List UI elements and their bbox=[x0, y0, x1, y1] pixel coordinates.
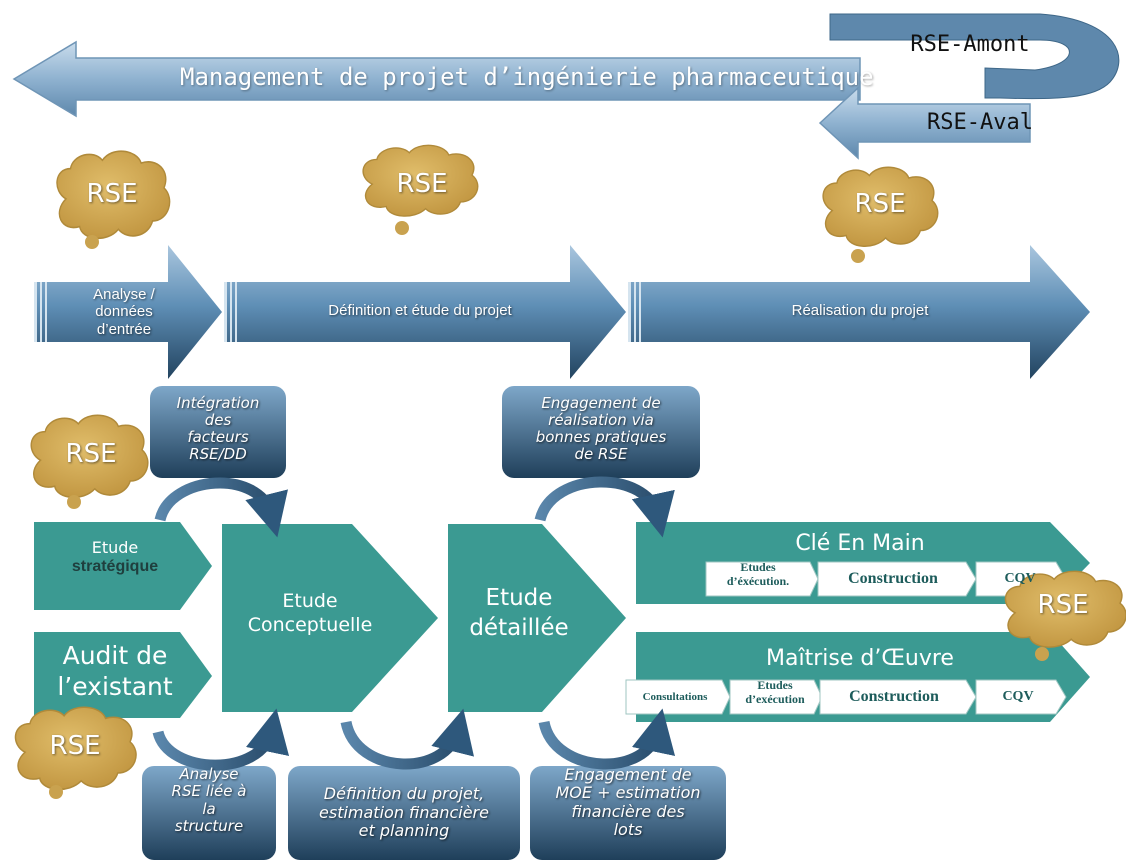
curve-arrow-analyse-rse bbox=[152, 708, 290, 771]
rse-cloud-4-label: RSE bbox=[65, 439, 117, 469]
curve-arrow-engagement-realisation bbox=[534, 476, 675, 538]
step-detaillee-label: Etude détaillée bbox=[469, 585, 569, 641]
rse-cloud-5-tail bbox=[1035, 647, 1049, 661]
note-integration: Intégration des facteurs RSE/DD bbox=[176, 393, 260, 464]
banner-upstream-label: RSE-Amont bbox=[910, 32, 1030, 58]
moe-sub-etudes-label: Etudes d’exécution bbox=[745, 678, 805, 706]
step-etude-strategique-shape bbox=[34, 522, 212, 610]
curve-arrow-integration bbox=[154, 477, 288, 538]
moe-sub-consultations-label: Consultations bbox=[642, 690, 708, 703]
cle-sub-etudes-box bbox=[705, 561, 819, 597]
step-audit-label: Audit de l’existant bbox=[57, 641, 173, 702]
step-conceptuelle-label: Etude Conceptuelle bbox=[247, 590, 373, 636]
rse-cloud-3-label: RSE bbox=[854, 189, 906, 219]
moe-sub-construction-box bbox=[819, 679, 977, 715]
rse-cloud-3-tail bbox=[851, 249, 865, 263]
note-engagement-realisation: Engagement de réalisation via bonnes pra… bbox=[535, 393, 667, 464]
note-engagement-moe-box bbox=[530, 766, 726, 860]
rse-cloud-2-label: RSE bbox=[396, 169, 448, 199]
phase-1-label: Analyse / données d’entrée bbox=[93, 286, 155, 338]
cle-sub-construction-label: Construction bbox=[848, 569, 938, 587]
phase-3-label: Réalisation du projet bbox=[791, 302, 929, 320]
cle-sub-cqv-label: CQV bbox=[1004, 570, 1036, 586]
moe-sub-construction-label: Construction bbox=[849, 687, 939, 705]
note-engagement-moe: Engagement de MOE + estimation financièr… bbox=[555, 766, 701, 840]
phase-arrow-1 bbox=[34, 245, 222, 379]
phase-arrow-3 bbox=[628, 245, 1090, 379]
rse-cloud-6-tail bbox=[49, 785, 63, 799]
phase-arrow-2 bbox=[224, 245, 626, 379]
step-audit-shape bbox=[34, 632, 212, 718]
note-analyse-rse-box bbox=[142, 766, 276, 860]
maitrise-title: Maîtrise d’Œuvre bbox=[766, 646, 954, 672]
rse-cloud-4-tail bbox=[67, 495, 81, 509]
cle-sub-construction-box bbox=[817, 561, 977, 597]
note-engagement-realisation-box bbox=[502, 386, 700, 478]
moe-sub-consultations-box bbox=[625, 679, 731, 715]
rse-cloud-5-label: RSE bbox=[1037, 590, 1089, 620]
banner-arrow bbox=[12, 13, 1120, 160]
curve-arrow-engagement-moe bbox=[538, 708, 676, 770]
step-conceptuelle-shape bbox=[222, 524, 438, 712]
banner-downstream-label: RSE-Aval bbox=[927, 110, 1033, 136]
note-definition-box bbox=[288, 766, 520, 860]
cle-sub-etudes-label: Etudes d’éxécution. bbox=[726, 560, 790, 588]
note-analyse-rse: Analyse RSE liée à la structure bbox=[171, 766, 247, 835]
moe-sub-etudes-box bbox=[729, 679, 823, 715]
phase-2-label: Définition et étude du projet bbox=[328, 302, 512, 320]
note-definition: Définition du projet, estimation financi… bbox=[319, 784, 489, 841]
step-detaillee-shape bbox=[448, 524, 626, 712]
rse-cloud-1-tail bbox=[85, 235, 99, 249]
banner-title: Management de projet d’ingénierie pharma… bbox=[180, 63, 874, 92]
moe-sub-cqv-box bbox=[975, 679, 1067, 715]
rse-cloud-6-label: RSE bbox=[49, 731, 101, 761]
cle-en-main-title: Clé En Main bbox=[795, 531, 925, 557]
rse-cloud-2-tail bbox=[395, 221, 409, 235]
step-etude-strategique-label: Etude stratégique bbox=[71, 538, 159, 576]
curve-arrow-definition bbox=[340, 708, 474, 770]
moe-sub-cqv-label: CQV bbox=[1002, 688, 1034, 704]
rse-cloud-1-label: RSE bbox=[86, 179, 138, 209]
note-integration-box bbox=[150, 386, 286, 478]
